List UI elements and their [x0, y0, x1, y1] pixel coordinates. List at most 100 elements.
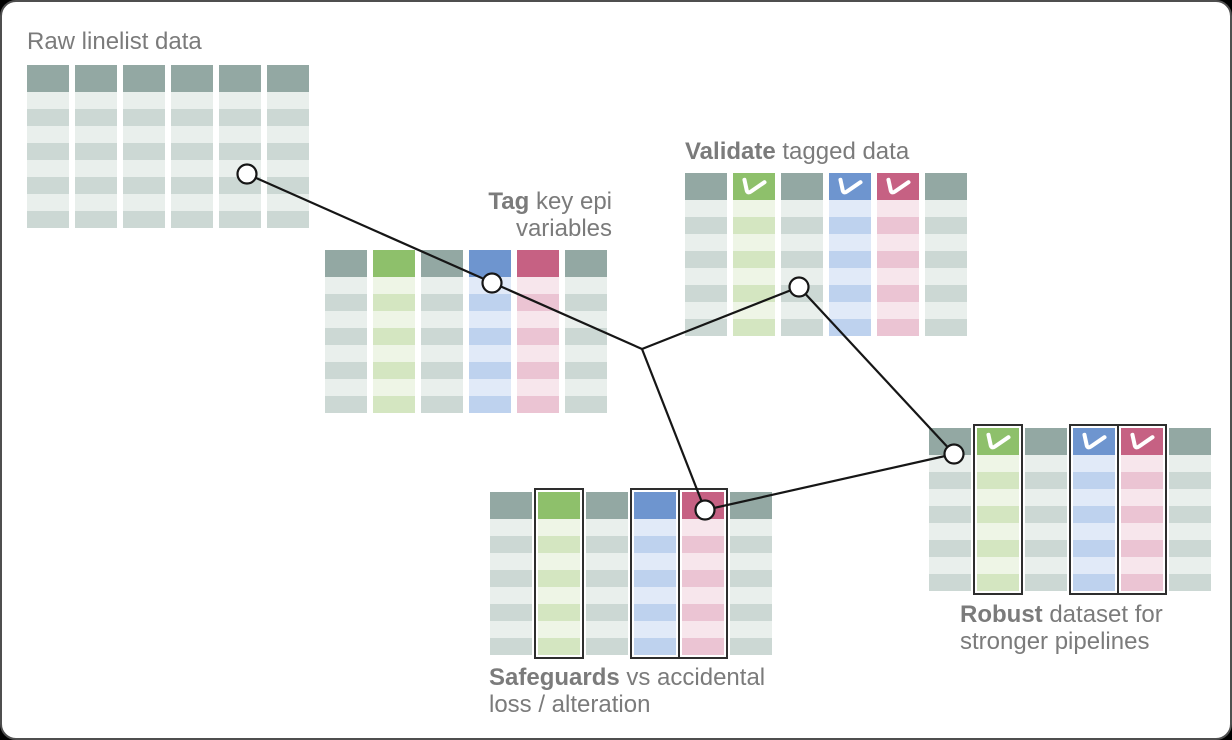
table-cell — [730, 604, 772, 621]
table-cell — [781, 302, 823, 319]
table-cell — [733, 200, 775, 217]
table-cell — [977, 455, 1019, 472]
column-header-gray — [781, 173, 823, 200]
table-cell — [977, 523, 1019, 540]
table-cell — [123, 109, 165, 126]
table-raw — [27, 65, 309, 228]
table-cell — [1121, 557, 1163, 574]
table-cell — [1073, 574, 1115, 591]
table-cell — [829, 285, 871, 302]
table-cell — [586, 621, 628, 638]
table-cell — [325, 379, 367, 396]
column-gray — [421, 250, 463, 413]
table-cell — [469, 294, 511, 311]
table-cell — [171, 177, 213, 194]
table-cell — [1073, 557, 1115, 574]
table-cell — [634, 536, 676, 553]
table-cell — [171, 126, 213, 143]
table-cell — [1169, 489, 1211, 506]
table-cell — [634, 553, 676, 570]
table-cell — [925, 285, 967, 302]
column-header-blue — [634, 492, 676, 519]
table-cell — [1169, 506, 1211, 523]
table-cell — [781, 200, 823, 217]
table-cell — [517, 345, 559, 362]
column-pink — [877, 173, 919, 336]
table-cell — [1073, 455, 1115, 472]
table-cell — [1169, 574, 1211, 591]
column-header-gray — [421, 250, 463, 277]
table-cell — [730, 519, 772, 536]
table-cell — [1073, 540, 1115, 557]
caption-line: loss / alteration — [489, 691, 765, 718]
caption-text: vs accidental — [619, 664, 766, 691]
table-cell — [517, 277, 559, 294]
table-cell — [977, 574, 1019, 591]
table-cell — [421, 328, 463, 345]
column-header-green — [733, 173, 775, 200]
table-cell — [586, 553, 628, 570]
table-cell — [490, 604, 532, 621]
column-header-gray — [123, 65, 165, 92]
table-cell — [929, 489, 971, 506]
table-cell — [682, 519, 724, 536]
caption-validate: Validate tagged data — [685, 138, 909, 165]
table-cell — [565, 396, 607, 413]
table-cell — [421, 311, 463, 328]
table-cell — [877, 234, 919, 251]
table-cell — [123, 160, 165, 177]
table-cell — [267, 194, 309, 211]
caption-text: variables — [515, 215, 612, 242]
column-gray — [123, 65, 165, 228]
table-cell — [977, 489, 1019, 506]
table-cell — [634, 519, 676, 536]
column-pink-outlined — [678, 488, 728, 659]
table-cell — [171, 92, 213, 109]
table-cell — [829, 251, 871, 268]
column-header-green — [977, 428, 1019, 455]
table-cell — [75, 109, 117, 126]
table-cell — [421, 294, 463, 311]
table-cell — [1025, 455, 1067, 472]
table-cell — [27, 211, 69, 228]
table-cell — [490, 587, 532, 604]
table-cell — [929, 523, 971, 540]
table-cell — [490, 536, 532, 553]
table-cell — [421, 396, 463, 413]
table-cell — [123, 177, 165, 194]
table-cell — [421, 277, 463, 294]
table-cell — [634, 604, 676, 621]
table-cell — [267, 160, 309, 177]
table-cell — [27, 177, 69, 194]
table-cell — [925, 302, 967, 319]
column-header-gray — [267, 65, 309, 92]
table-cell — [490, 570, 532, 587]
caption-text: tagged data — [775, 138, 910, 165]
column-header-gray — [325, 250, 367, 277]
table-cell — [373, 328, 415, 345]
caption-line: Robust dataset for — [960, 601, 1163, 628]
table-cell — [373, 277, 415, 294]
column-header-pink — [1121, 428, 1163, 455]
caption-text: stronger pipelines — [960, 628, 1150, 655]
column-green-outlined — [534, 488, 584, 659]
table-cell — [565, 379, 607, 396]
table-cell — [781, 217, 823, 234]
table-cell — [490, 638, 532, 655]
table-cell — [171, 109, 213, 126]
table-cell — [977, 506, 1019, 523]
table-cell — [75, 177, 117, 194]
table-cell — [75, 211, 117, 228]
table-cell — [682, 638, 724, 655]
column-header-gray — [1169, 428, 1211, 455]
column-blue-outlined — [630, 488, 680, 659]
table-cell — [829, 234, 871, 251]
caption-line: variables — [404, 215, 612, 242]
table-robust — [929, 424, 1211, 595]
table-cell — [373, 345, 415, 362]
table-cell — [829, 200, 871, 217]
column-header-gray — [27, 65, 69, 92]
table-cell — [829, 268, 871, 285]
check-icon — [1082, 432, 1107, 450]
connector-line — [640, 348, 707, 511]
